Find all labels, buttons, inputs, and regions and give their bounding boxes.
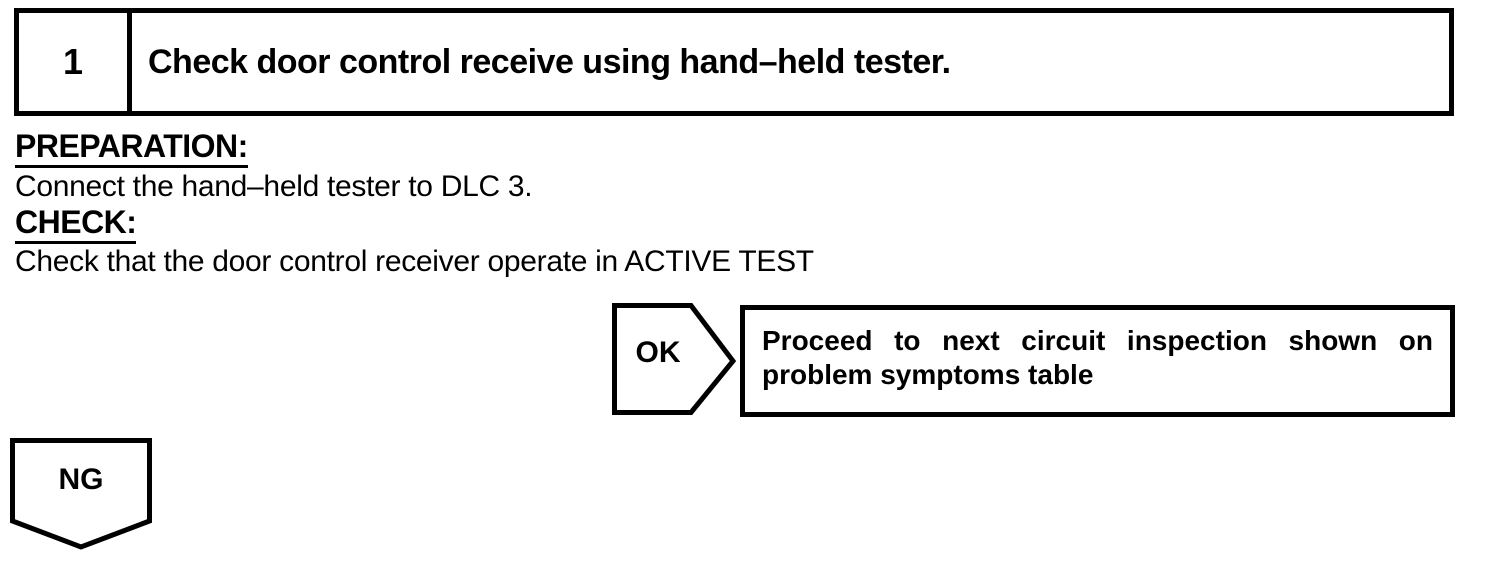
check-heading: CHECK: xyxy=(15,206,137,244)
ng-branch-label: NG xyxy=(58,463,104,496)
ng-arrow-pentagon-outline xyxy=(10,438,152,550)
ng-arrow-pentagon-icon xyxy=(10,438,152,550)
step-title: Check door control receive using hand–he… xyxy=(148,42,951,81)
ok-result-text-line1: Proceed to next circuit inspection shown… xyxy=(762,325,1433,356)
preparation-heading: PREPARATION: xyxy=(15,130,248,168)
check-body: Check that the door control receiver ope… xyxy=(15,245,814,278)
ok-result-text-line2: problem symptoms table xyxy=(762,359,1094,390)
preparation-body: Connect the hand–held tester to DLC 3. xyxy=(15,170,533,203)
ok-branch-label: OK xyxy=(635,336,681,369)
ok-arrow-pentagon-outline xyxy=(612,303,736,415)
step-header-row: 1 Check door control receive using hand–… xyxy=(14,8,1454,116)
step-number: 1 xyxy=(19,13,132,111)
ok-arrow-pentagon-icon xyxy=(612,303,736,415)
ok-result-box: Proceed to next circuit inspection shown… xyxy=(740,305,1455,417)
